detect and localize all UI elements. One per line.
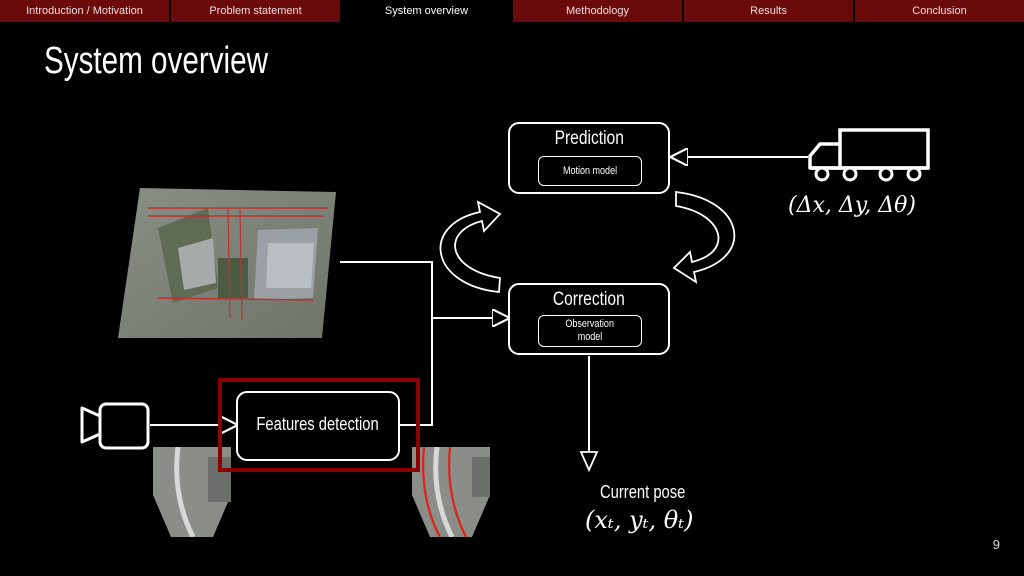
truck-icon <box>808 128 930 182</box>
features-highlight-frame <box>218 378 420 472</box>
current-pose-math: (xₜ, yₜ, θₜ) <box>585 506 694 534</box>
motion-model-label: Motion model <box>562 164 618 177</box>
current-pose-label: Current pose <box>600 482 686 502</box>
odometry-math: (Δx, Δy, Δθ) <box>788 193 916 218</box>
tab-methodology[interactable]: Methodology <box>513 0 684 22</box>
tab-problem-statement[interactable]: Problem statement <box>171 0 342 22</box>
map-to-correction-line <box>340 261 508 318</box>
tab-system-overview[interactable]: System overview <box>342 0 513 22</box>
features-detection-box: Features detection <box>236 391 400 461</box>
correction-box: Correction Observation model <box>508 283 670 355</box>
pose-arrowhead <box>579 451 599 473</box>
features-detection-label: Features detection <box>256 414 380 434</box>
tab-introduction[interactable]: Introduction / Motivation <box>0 0 171 22</box>
aerial-map-image <box>118 188 336 338</box>
top-nav: Introduction / Motivation Problem statem… <box>0 0 1024 22</box>
page-number: 9 <box>992 537 1000 552</box>
road-image-right <box>412 447 490 537</box>
tab-conclusion[interactable]: Conclusion <box>855 0 1024 22</box>
camera-icon <box>80 402 150 450</box>
cycle-arrow-left <box>439 200 502 293</box>
prediction-title: Prediction <box>554 128 624 149</box>
tab-results[interactable]: Results <box>684 0 855 22</box>
observation-model-line2: model <box>577 331 603 343</box>
motion-model-box: Motion model <box>538 156 642 186</box>
correction-title: Correction <box>553 289 625 310</box>
prediction-box: Prediction Motion model <box>508 122 670 194</box>
slide-title: System overview <box>44 40 269 82</box>
observation-model-line1: Observation <box>565 318 615 330</box>
features-to-correction-line <box>400 318 433 426</box>
cycle-arrow-right <box>672 190 736 284</box>
observation-model-box: Observation model <box>538 315 642 347</box>
